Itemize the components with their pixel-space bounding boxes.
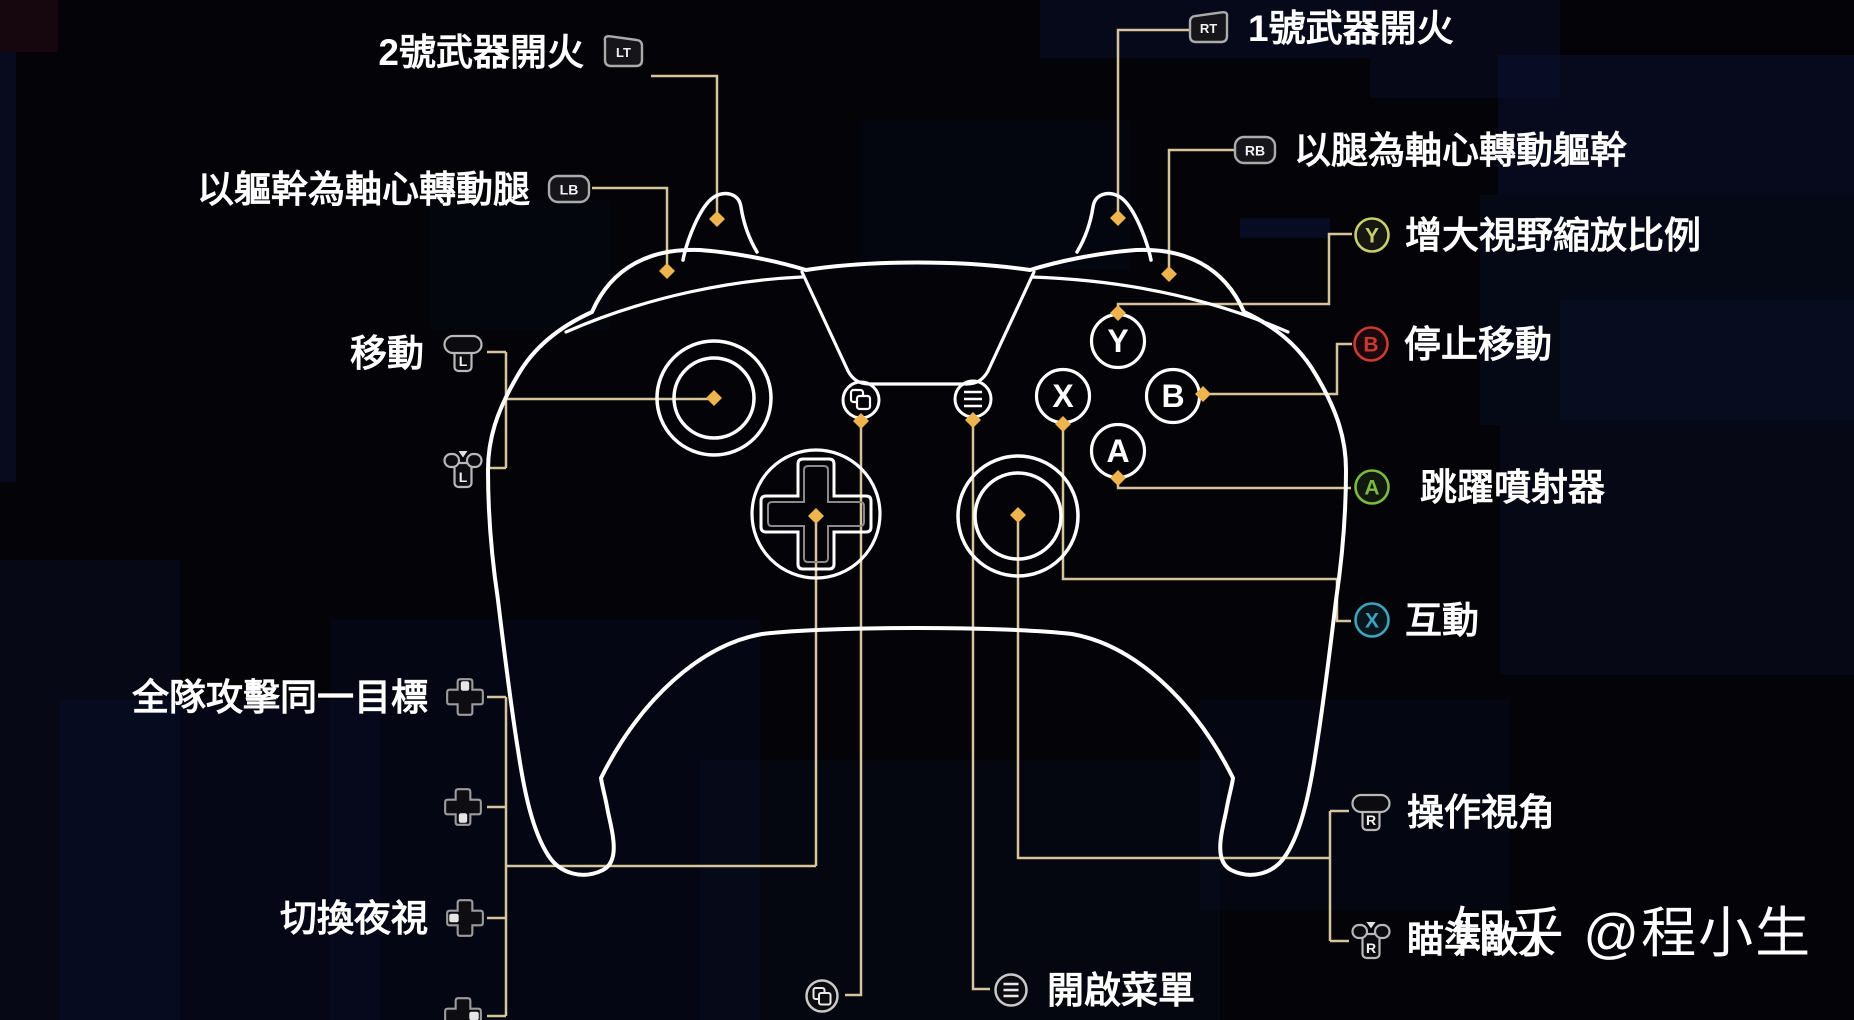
b-button-letter: B [1161, 378, 1184, 414]
dpad-left-icon [446, 899, 484, 937]
label-rt: RT 1號武器開火 [1186, 5, 1454, 51]
a-line [1116, 479, 1351, 490]
label-lb: 以軀幹為軸心轉動腿 LB [197, 166, 592, 212]
view-button [841, 380, 881, 420]
right-trigger-fin [1075, 191, 1153, 262]
svg-text:R: R [1366, 940, 1376, 956]
rb-bumper-icon: RB [1233, 135, 1277, 165]
svg-text:L: L [459, 353, 468, 369]
lb-bumper-icon: LB [547, 174, 591, 204]
label-lt: 2號武器開火 LT [378, 29, 646, 75]
label-move: 移動 L [350, 330, 486, 376]
left-bumper-seam [564, 275, 804, 334]
svg-text:RT: RT [1200, 21, 1217, 36]
label-team-attack: 全隊攻擊同一目標 [132, 674, 486, 720]
watermark: 知乎 @程小生 [1452, 902, 1813, 964]
label-jump-jet: A 跳躍噴射器 [1352, 464, 1605, 510]
right-stick-click-icon: R [1351, 922, 1391, 960]
face-buttons: Y X B A [1034, 312, 1202, 480]
right-stick-bracket [1016, 522, 1349, 943]
move-label: 移動 [350, 332, 424, 374]
rt-label: 1號武器開火 [1248, 7, 1454, 49]
svg-text:RB: RB [1245, 143, 1265, 159]
controller-body [486, 247, 1348, 877]
lb-line [592, 186, 669, 264]
label-aim-enemy: R 瞄準敵人 [1348, 916, 1555, 962]
svg-text:LB: LB [560, 182, 579, 198]
interact-label: 互動 [1405, 599, 1479, 641]
rb-line [1167, 148, 1234, 267]
view-line [845, 424, 863, 997]
svg-text:Y: Y [1365, 225, 1379, 248]
menu-button [953, 379, 993, 419]
svg-text:X: X [1365, 610, 1379, 633]
x-button-letter: X [1052, 378, 1074, 414]
stop-move-label: 停止移動 [1404, 323, 1552, 365]
svg-text:A: A [1364, 477, 1379, 500]
a-button-icon: A [1354, 469, 1390, 505]
b-line [1210, 342, 1352, 396]
rt-trigger-icon: RT [1188, 11, 1229, 44]
b-button-icon: B [1353, 326, 1389, 362]
jump-jet-label: 跳躍噴射器 [1420, 466, 1605, 508]
x-button-icon: X [1354, 602, 1390, 638]
move-bracket [487, 350, 710, 470]
y-button-letter: Y [1107, 323, 1128, 359]
controller-outline [486, 191, 1348, 877]
dpad [750, 448, 882, 580]
label-camera: R 操作視角 [1348, 789, 1555, 835]
right-stick [956, 454, 1080, 578]
center-panel [800, 270, 1036, 386]
camera-label: 操作視角 [1407, 791, 1555, 833]
svg-text:R: R [1366, 812, 1376, 828]
lt-line [651, 74, 719, 212]
dpad-up-icon [446, 678, 484, 716]
a-button-letter: A [1106, 433, 1129, 469]
left-stick-click-icon: L [443, 451, 483, 489]
dpad-right-icon [444, 997, 482, 1020]
left-stick-icon: L [443, 334, 483, 373]
view-icon [805, 979, 839, 1013]
lt-trigger-icon: LT [603, 35, 644, 68]
connection-markers [659, 210, 1211, 524]
rb-label: 以腿為軸心轉動軀幹 [1294, 129, 1627, 171]
y-button-icon: Y [1354, 217, 1390, 253]
label-night-vision: 切換夜視 [280, 895, 486, 941]
menu-line [971, 423, 990, 991]
label-interact: X 互動 [1352, 597, 1479, 643]
svg-text:L: L [459, 469, 468, 485]
label-zoom-fov: Y 增大視野縮放比例 [1352, 212, 1701, 258]
menu-icon [994, 973, 1028, 1007]
left-trigger-fin [681, 191, 759, 262]
zoom-fov-label: 增大視野縮放比例 [1405, 214, 1701, 256]
label-rb: RB 以腿為軸心轉動軀幹 [1232, 127, 1627, 173]
left-stick [655, 339, 773, 457]
label-open-menu: 開啟菜單 [991, 967, 1195, 1013]
label-stop-move: B 停止移動 [1351, 321, 1552, 367]
open-menu-label: 開啟菜單 [1047, 969, 1195, 1011]
svg-text:B: B [1363, 334, 1378, 357]
connector-lines [487, 28, 1352, 1018]
aim-enemy-label: 瞄準敵人 [1407, 918, 1555, 960]
dpad-bracket [487, 523, 818, 1018]
team-attack-label: 全隊攻擊同一目標 [132, 676, 428, 718]
right-bumper-seam [1030, 275, 1290, 334]
svg-text:LT: LT [616, 45, 631, 60]
dpad-down-icon [444, 788, 482, 826]
right-stick-icon: R [1351, 793, 1391, 832]
lb-label: 以軀幹為軸心轉動腿 [197, 168, 530, 210]
rt-line [1116, 28, 1190, 211]
night-vision-label: 切換夜視 [280, 897, 428, 939]
lt-label: 2號武器開火 [378, 31, 584, 73]
